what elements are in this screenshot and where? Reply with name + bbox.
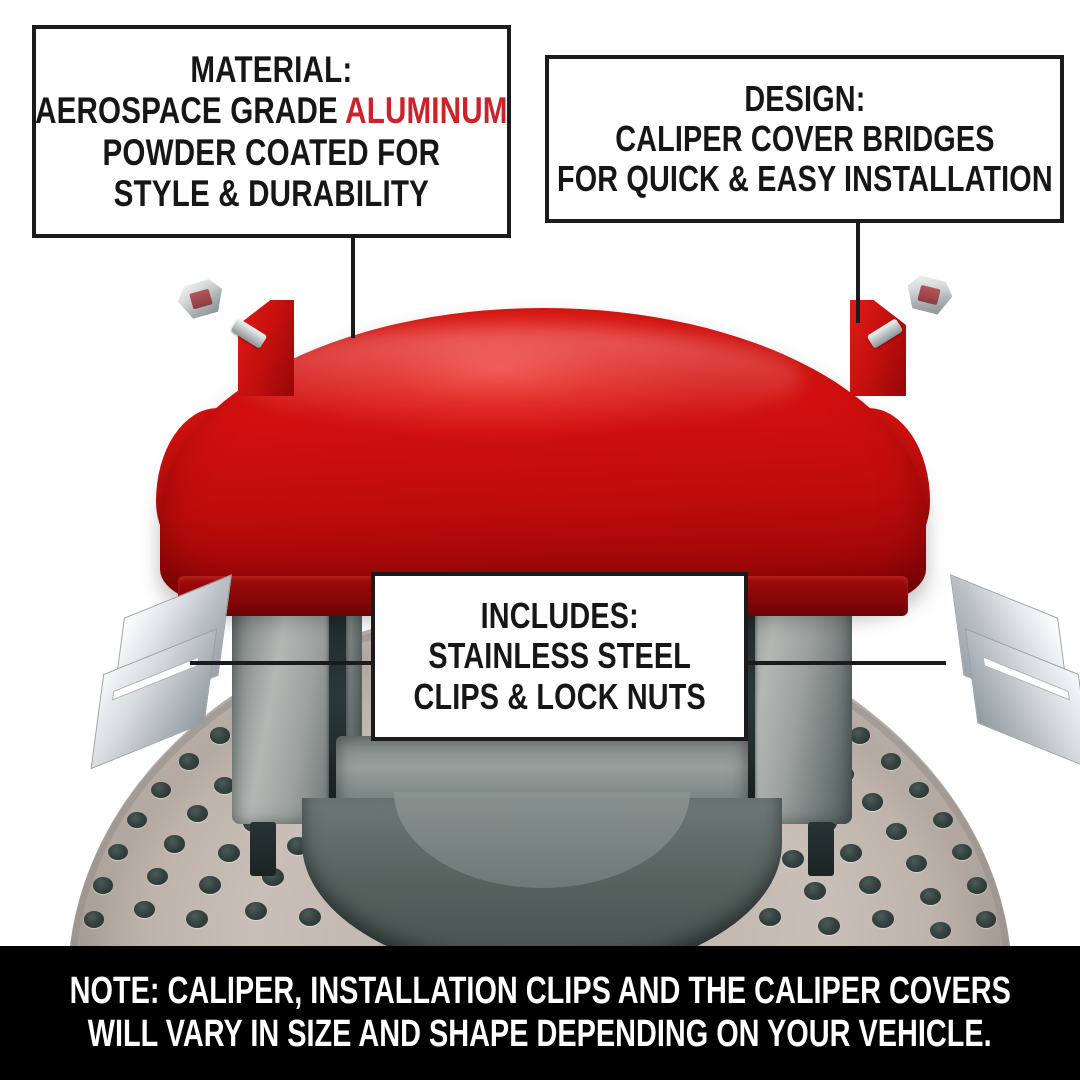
leader-line-material [351, 238, 355, 338]
callout-material-line-1: MATERIAL: [190, 48, 353, 90]
disclaimer-line-1: NOTE: CALIPER, INSTALLATION CLIPS AND TH… [69, 970, 1011, 1013]
disclaimer-line-2: WILL VARY IN SIZE AND SHAPE DEPENDING ON… [88, 1013, 992, 1055]
rotor-hole [218, 843, 241, 862]
disclaimer-banner: NOTE: CALIPER, INSTALLATION CLIPS AND TH… [0, 946, 1080, 1080]
rotor-hole [127, 811, 148, 829]
rotor-hole [861, 793, 883, 811]
rotor-hole [886, 823, 908, 841]
rotor-hole [93, 877, 114, 894]
rotor-hole [134, 901, 156, 919]
callout-material: MATERIAL: AEROSPACE GRADE ALUMINUM POWDE… [32, 25, 511, 238]
callout-design-line-3: FOR QUICK & EASY INSTALLATION [556, 158, 1053, 200]
callout-includes-text: INCLUDES: STAINLESS STEEL CLIPS & LOCK N… [413, 595, 706, 717]
callout-material-line-2: AEROSPACE GRADE ALUMINUM [35, 90, 508, 131]
rotor-hole [199, 876, 222, 895]
rotor-hole [782, 849, 805, 868]
rotor-hole [909, 781, 930, 799]
rotor-hole [108, 843, 129, 861]
rotor-hole [818, 916, 841, 935]
rotor-hole [920, 887, 942, 905]
callout-includes-line-3: CLIPS & LOCK NUTS [413, 675, 706, 717]
caliper-pin-right [808, 822, 834, 876]
rotor-hole [298, 907, 321, 926]
rotor-hole [849, 727, 870, 744]
rotor-hole [881, 753, 902, 770]
rotor-hole [178, 753, 199, 770]
rotor-hole [244, 901, 267, 920]
callout-material-line-2-prefix: AEROSPACE GRADE [35, 90, 346, 132]
callout-material-line-3: POWDER COATED FOR [102, 131, 441, 173]
mounting-tab-blade-left [238, 300, 294, 396]
callout-material-text: MATERIAL: AEROSPACE GRADE ALUMINUM POWDE… [35, 49, 508, 215]
rotor-hole [186, 910, 209, 929]
brake-caliper [232, 586, 852, 946]
mounting-tab-left [238, 300, 294, 396]
rotor-hole [966, 877, 987, 894]
caliper-pin-left [250, 822, 276, 876]
rotor-hole [146, 867, 168, 885]
callout-material-line-4: STYLE & DURABILITY [113, 172, 430, 214]
leader-line-design [856, 223, 860, 323]
rotor-hole [905, 854, 927, 872]
rotor-hole [858, 876, 881, 895]
callout-includes-line-1: INCLUDES: [480, 595, 639, 637]
rotor-hole [83, 911, 104, 928]
caliper-arc [302, 792, 782, 946]
callout-material-highlight: ALUMINUM [345, 90, 508, 132]
rotor-hole [210, 727, 231, 744]
stainless-steel-clip-right [936, 568, 1080, 773]
rotor-hole [932, 811, 953, 829]
rotor-hole [804, 882, 827, 901]
leader-line-includes-left [190, 661, 372, 665]
rotor-hole [186, 804, 208, 823]
callout-design: DESIGN: CALIPER COVER BRIDGES FOR QUICK … [545, 55, 1064, 223]
rotor-hole [976, 911, 997, 928]
callout-design-text: DESIGN: CALIPER COVER BRIDGES FOR QUICK … [556, 77, 1053, 200]
rotor-hole [871, 910, 894, 929]
rotor-hole [759, 907, 782, 926]
rotor-hole [839, 843, 862, 862]
callout-design-line-1: DESIGN: [743, 77, 866, 119]
callout-includes-line-2: STAINLESS STEEL [428, 635, 691, 677]
callout-includes: INCLUDES: STAINLESS STEEL CLIPS & LOCK N… [371, 572, 748, 741]
leader-line-includes-right [748, 661, 946, 665]
callout-design-line-2: CALIPER COVER BRIDGES [614, 117, 995, 159]
rotor-hole [951, 843, 972, 861]
rotor-hole [214, 776, 236, 794]
rotor-hole [150, 781, 171, 799]
rotor-hole [929, 921, 951, 940]
rotor-hole [164, 835, 186, 853]
